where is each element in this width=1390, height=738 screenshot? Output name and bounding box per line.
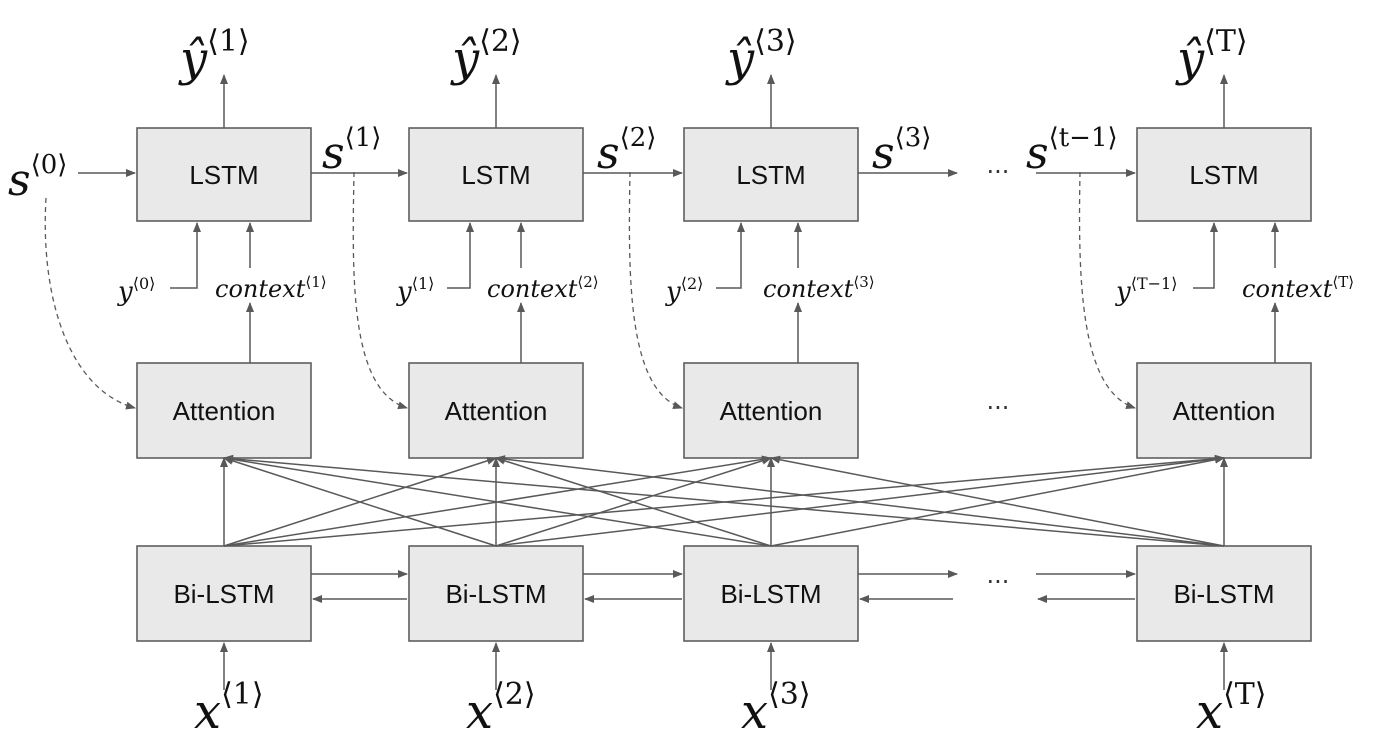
- context-label-2: context⟨2⟩: [487, 273, 599, 303]
- lstm-label: LSTM: [189, 160, 258, 190]
- attention-block-3: Attention: [683, 362, 859, 459]
- state-label-1: s⟨1⟩: [322, 123, 381, 179]
- context-label-1: context⟨1⟩: [215, 273, 327, 303]
- output-label-3: ŷ⟨3⟩: [725, 24, 797, 87]
- state-label-t-1: s⟨t−1⟩: [1026, 123, 1118, 179]
- input-label-2: x⟨2⟩: [466, 677, 536, 738]
- lstm-label: LSTM: [461, 160, 530, 190]
- bilstm-cell-T: Bi-LSTM: [1136, 545, 1312, 642]
- attention-edge-2-1: [223, 456, 497, 547]
- prev-output-label-2: y⟨1⟩: [396, 274, 434, 307]
- attention-edge-4-2: [495, 455, 1225, 547]
- attention-label: Attention: [1173, 396, 1276, 426]
- attention-edge-3-2: [495, 456, 772, 547]
- lstm-label: LSTM: [1189, 160, 1258, 190]
- output-label-2: ŷ⟨2⟩: [450, 24, 522, 87]
- prev-output-label-3: y⟨2⟩: [665, 274, 703, 307]
- prev-output-arrow-1: [170, 222, 201, 289]
- lstm-label: LSTM: [736, 160, 805, 190]
- input-label-1: x⟨1⟩: [194, 677, 264, 738]
- context-label-T: context⟨T⟩: [1242, 273, 1354, 303]
- attention-block-2: Attention: [408, 362, 584, 459]
- lstm-cell-1: LSTM: [136, 127, 312, 222]
- state-label-2: s⟨2⟩: [597, 123, 656, 179]
- lstm-cell-2: LSTM: [408, 127, 584, 222]
- prev-output-label-1: y⟨0⟩: [117, 274, 155, 307]
- input-label-3: x⟨3⟩: [741, 677, 811, 738]
- bilstm-cell-2: Bi-LSTM: [408, 545, 584, 642]
- attention-label: Attention: [720, 396, 823, 426]
- attention-edge-4-1: [223, 454, 1225, 547]
- output-label-1: ŷ⟨1⟩: [178, 24, 250, 87]
- attention-label: Attention: [445, 396, 548, 426]
- context-label-3: context⟨3⟩: [763, 273, 875, 303]
- bilstm-label: Bi-LSTM: [173, 579, 274, 609]
- attention-edge-4-3: [770, 455, 1225, 547]
- state-to-attention-dash-1: [44, 197, 136, 410]
- attention-block-1: Attention: [136, 362, 312, 459]
- prev-output-arrow-3: [716, 222, 745, 289]
- state-label-3: s⟨3⟩: [872, 123, 931, 179]
- attention-block-T: Attention: [1136, 362, 1312, 459]
- input-label-T: x⟨T⟩: [1196, 677, 1267, 738]
- bilstm-to-attention-connections: [220, 454, 1228, 547]
- prev-output-arrow-T: [1193, 222, 1218, 289]
- prev-output-label-T: y⟨T−1⟩: [1115, 274, 1177, 307]
- attention-edge-3-1: [223, 455, 772, 547]
- bilstm-cell-3: Bi-LSTM: [683, 545, 859, 642]
- state-label-0: s⟨0⟩: [8, 150, 67, 206]
- bilstm-cell-1: Bi-LSTM: [136, 545, 312, 642]
- prev-output-arrow-2: [447, 222, 474, 289]
- bilstm-label: Bi-LSTM: [445, 579, 546, 609]
- lstm-cell-T: LSTM: [1136, 127, 1312, 222]
- ellipsis-attention: ···: [987, 394, 1010, 422]
- bilstm-label: Bi-LSTM: [1173, 579, 1274, 609]
- lstm-cell-3: LSTM: [683, 127, 859, 222]
- ellipsis-lstm: ···: [987, 158, 1010, 186]
- ellipsis-bilstm: ···: [987, 568, 1010, 596]
- attention-label: Attention: [173, 396, 276, 426]
- output-label-T: ŷ⟨T⟩: [1175, 24, 1248, 87]
- bilstm-label: Bi-LSTM: [720, 579, 821, 609]
